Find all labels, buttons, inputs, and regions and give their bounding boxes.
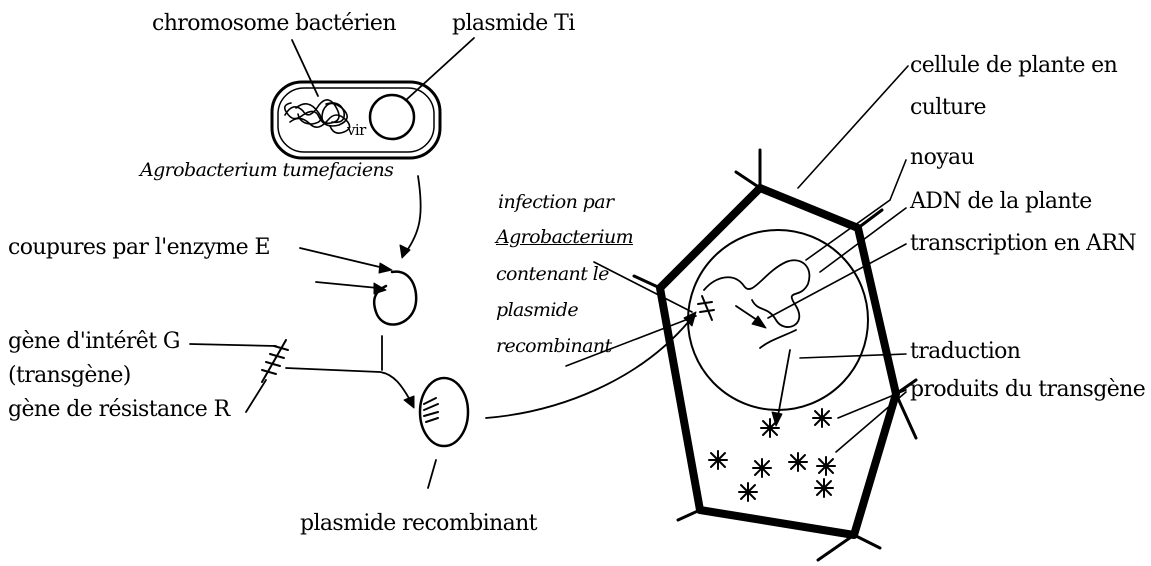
label-vir: vir [347, 118, 366, 142]
label-produits: produits du transgène [910, 378, 1145, 402]
label-infection-3: contenant le [496, 262, 609, 286]
bacterial-chromosome [285, 100, 350, 133]
ti-plasmid-circle [370, 95, 414, 139]
label-agrobacterium: Agrobacterium tumefaciens [140, 158, 393, 182]
label-plasmid-ti: plasmide Ti [452, 12, 575, 36]
label-traduction: traduction [910, 340, 1020, 364]
label-noyau: noyau [910, 146, 974, 170]
recombinant-plasmid [420, 378, 468, 446]
label-recombinant: plasmide recombinant [300, 512, 537, 536]
label-adn: ADN de la plante [910, 190, 1092, 214]
label-gene-r: gène de résistance R [8, 398, 230, 422]
label-infection-2: Agrobacterium [496, 225, 633, 249]
cut-plasmid [374, 272, 416, 325]
label-infection-4: plasmide [496, 298, 578, 322]
transgene-products [709, 409, 835, 501]
plant-cell-wall [660, 188, 896, 535]
label-infection-5: recombinant [496, 334, 612, 358]
label-cell-1: cellule de plante en [910, 54, 1117, 78]
label-transgene: (transgène) [8, 364, 131, 388]
label-chromosome: chromosome bactérien [152, 12, 396, 36]
label-cuts: coupures par l'enzyme E [8, 236, 270, 260]
label-gene-g: gène d'intérêt G [8, 330, 180, 354]
label-transcription: transcription en ARN [910, 232, 1136, 256]
label-infection-1: infection par [498, 190, 613, 214]
label-cell-2: culture [910, 96, 986, 120]
